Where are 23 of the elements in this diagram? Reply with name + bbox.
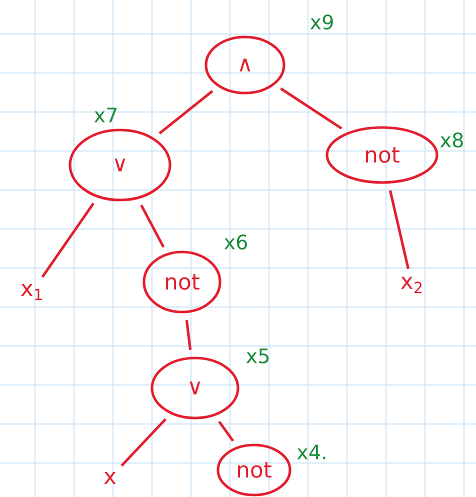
- variable-label: x$_{2}$: [401, 276, 422, 294]
- annotation-label: x6: [224, 234, 247, 250]
- annotation-label: x9: [310, 14, 333, 30]
- oval-node: ∨: [68, 128, 172, 202]
- tree-edge: [388, 190, 410, 270]
- annotation-label: x8: [440, 132, 463, 148]
- tree-edge: [218, 420, 234, 442]
- tree-edge: [185, 320, 192, 350]
- oval-node: not: [142, 250, 222, 314]
- tree-edge: [140, 204, 165, 248]
- annotation-label: x5: [246, 348, 268, 364]
- tree-edge: [280, 87, 342, 130]
- oval-node: ∨: [150, 356, 240, 420]
- tree-edge: [120, 418, 167, 467]
- variable-label: x$_{1}$: [21, 284, 42, 300]
- oval-node: not: [326, 126, 438, 184]
- annotation-label: x7: [94, 108, 117, 122]
- oval-node: not: [216, 444, 292, 496]
- annotation-label: x4.: [297, 444, 326, 460]
- variable-label: x: [104, 472, 116, 484]
- oval-node: ∧: [204, 36, 286, 94]
- tree-edge: [41, 202, 94, 278]
- tree-edge: [158, 90, 214, 134]
